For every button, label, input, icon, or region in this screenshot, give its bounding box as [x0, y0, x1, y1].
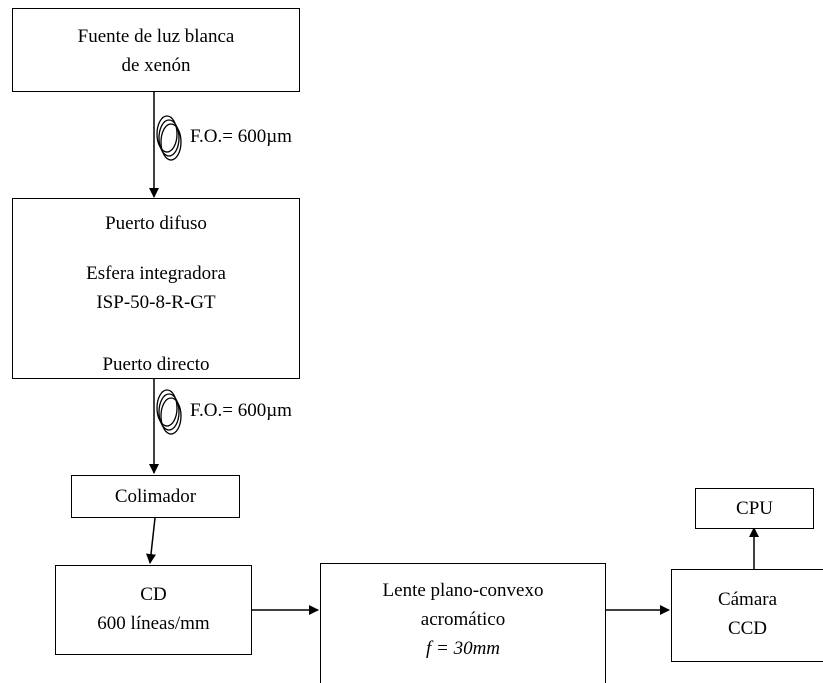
lens-line-1: Lente plano-convexo [382, 580, 544, 601]
cpu-label: CPU [736, 498, 773, 519]
camera-line-1: Cámara [717, 589, 778, 610]
lens-box: Lente plano-convexo acromático f = 30mm [320, 563, 606, 683]
integrating-sphere-box: Puerto difuso Esfera integradora ISP-50-… [12, 198, 300, 379]
source-line-2: de xenón [121, 55, 191, 76]
cd-line-1: CD [140, 584, 167, 605]
lens-line-2: acromático [420, 609, 506, 630]
camera-line-2: CCD [727, 618, 768, 639]
collimator-box: Colimador [71, 475, 240, 518]
sphere-bottom-port: Puerto directo [102, 354, 210, 375]
sphere-name-line-2: ISP-50-8-R-GT [96, 292, 216, 313]
sphere-top-port: Puerto difuso [105, 213, 207, 234]
arrow-collimator-to-cd [146, 517, 156, 564]
source-line-1: Fuente de luz blanca [77, 26, 235, 47]
cd-line-2: 600 líneas/mm [97, 613, 210, 634]
camera-box: Cámara CCD [671, 569, 823, 662]
lens-focal-length: f = 30mm [425, 638, 501, 659]
cd-grating-box: CD 600 líneas/mm [55, 565, 252, 655]
sphere-name-line-1: Esfera integradora [86, 263, 226, 284]
source-box: Fuente de luz blanca de xenón [12, 8, 300, 92]
collimator-label: Colimador [114, 486, 197, 507]
cpu-box: CPU [695, 488, 814, 529]
fiber-label-2: F.O.= 600µm [190, 400, 292, 421]
fiber-coil-icon-2 [156, 389, 182, 435]
fiber-coil-icon-1 [156, 115, 182, 161]
fiber-label-1: F.O.= 600µm [190, 126, 292, 147]
